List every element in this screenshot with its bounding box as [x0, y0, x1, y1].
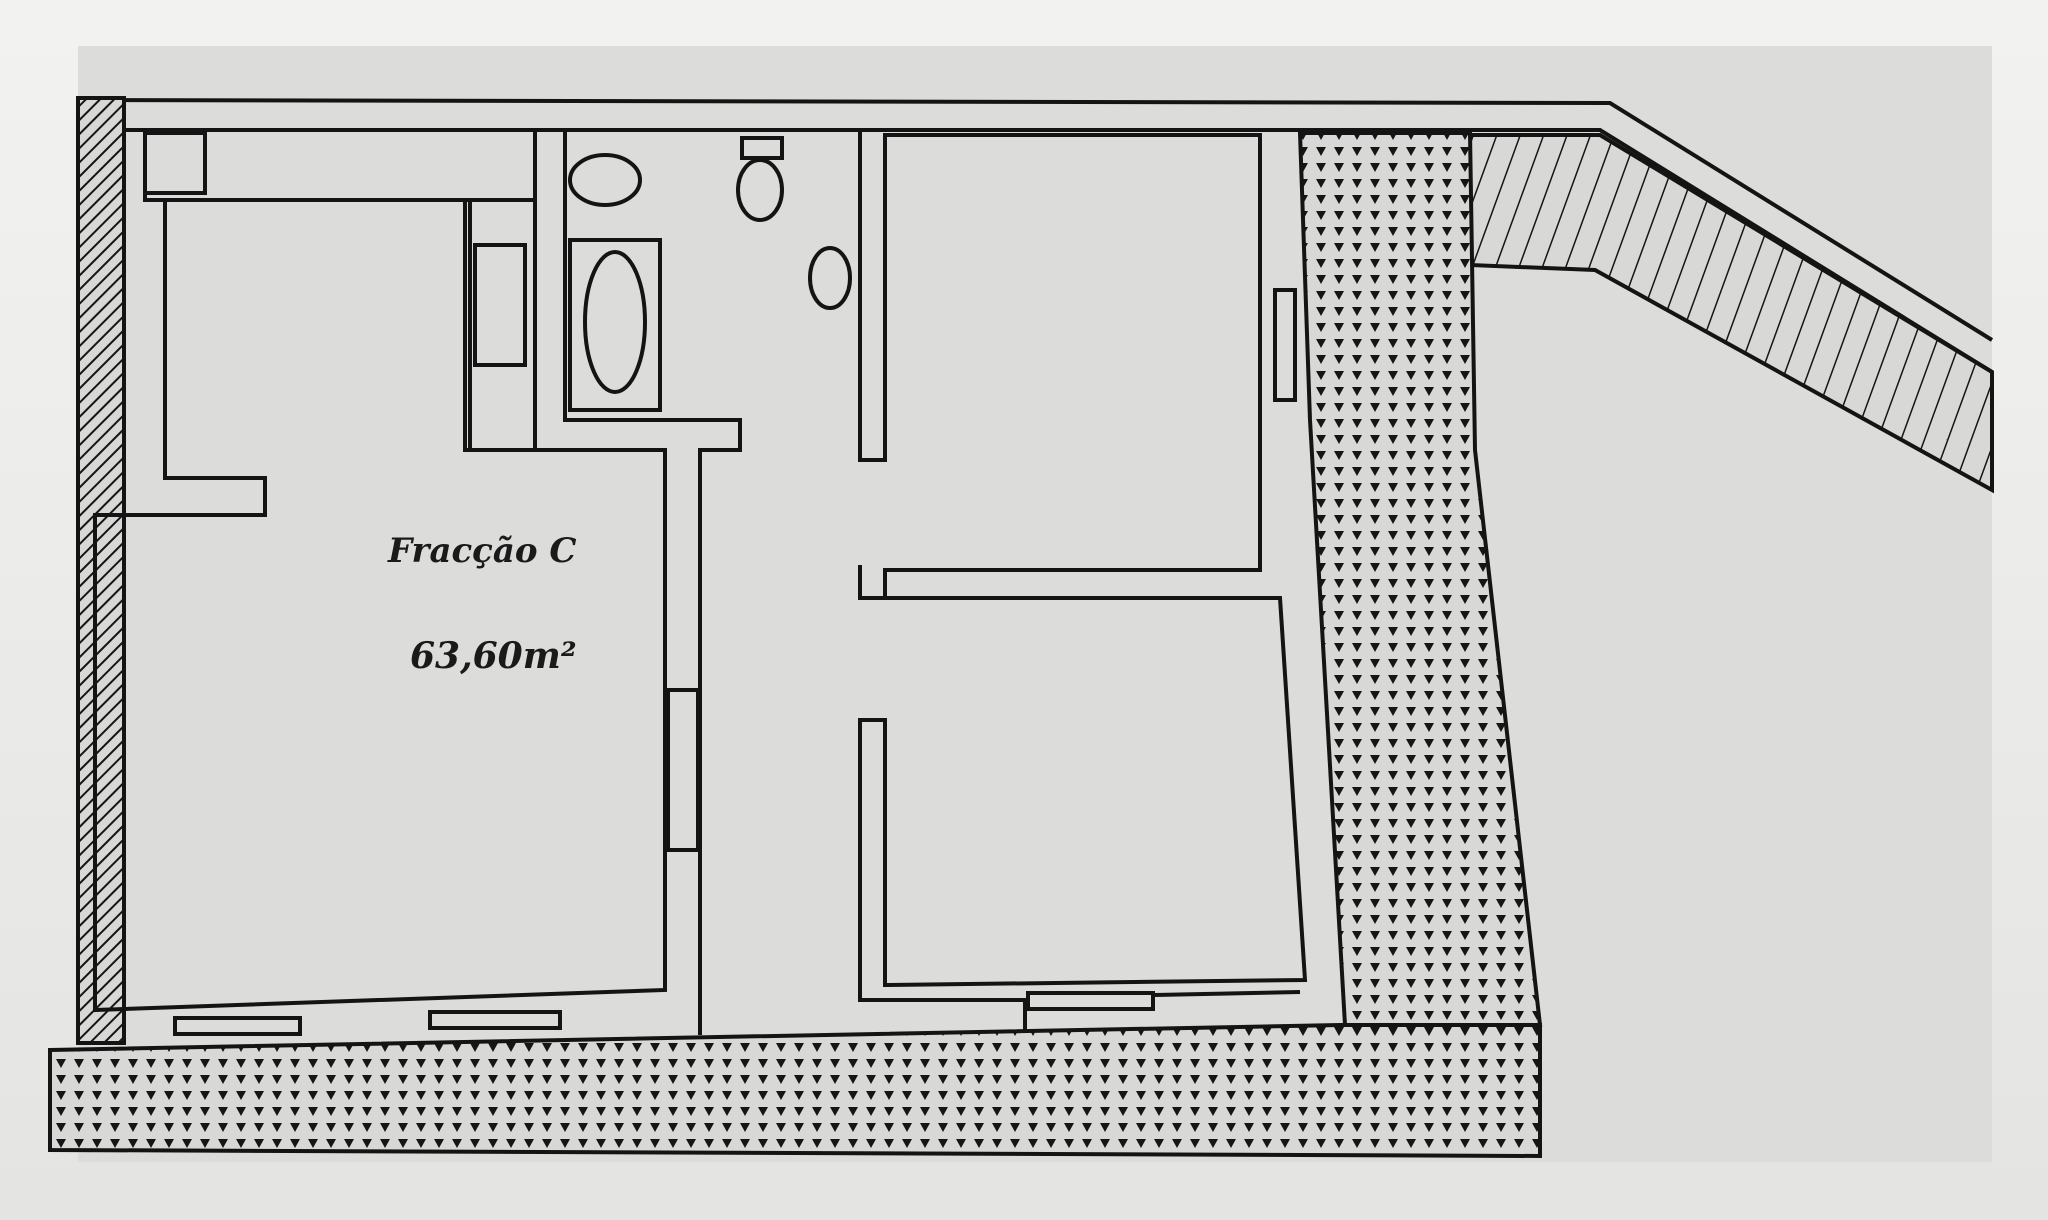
washbasin-icon	[808, 246, 852, 310]
unit-area-label: 63,60m²	[410, 635, 577, 677]
bathroom-walls	[563, 130, 742, 1035]
window	[1273, 288, 1297, 402]
stove-icon	[143, 131, 207, 195]
living-room-walls	[93, 198, 667, 1013]
exterior-wall-top	[94, 98, 1994, 342]
bathtub-icon	[568, 238, 662, 412]
sink-icon	[473, 243, 527, 367]
bidet-icon	[568, 153, 642, 207]
bottom-terrace	[48, 1023, 1542, 1159]
window	[1026, 991, 1155, 1011]
unit-name-label: Fracção C	[387, 531, 577, 571]
left-wall-hatch	[76, 96, 126, 1045]
window	[428, 1010, 562, 1030]
bedroom-1-walls	[858, 130, 1262, 600]
bedroom-2-walls	[858, 596, 1308, 1030]
right-terrace	[1297, 131, 1543, 1027]
sliding-door	[666, 688, 700, 852]
window	[173, 1016, 302, 1036]
